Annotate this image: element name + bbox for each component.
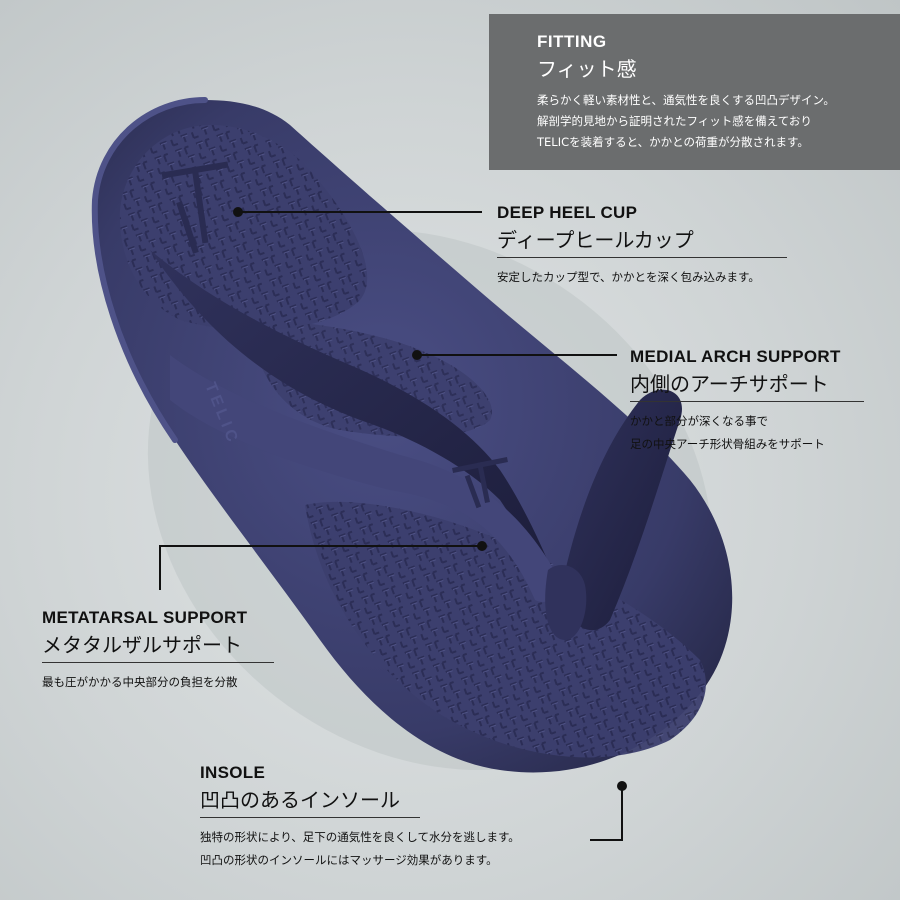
fitting-panel: FITTING フィット感 柔らかく軽い素材性と、通気性を良くする凹凸デザイン。… <box>489 14 900 170</box>
arch-support-subtitle: 内側のアーチサポート <box>630 372 829 396</box>
heel-cup-description: 安定したカップ型で、かかとを深く包み込みます。 <box>497 266 787 289</box>
insole-title: INSOLE <box>200 763 266 782</box>
strap-right <box>560 389 682 631</box>
fitting-description: 柔らかく軽い素材性と、通気性を良くする凹凸デザイン。 解剖学的見地から証明された… <box>537 90 900 153</box>
insole-desc-line: 独特の形状により、足下の通気性を良くして水分を逃します。 <box>200 830 520 844</box>
heel-rim <box>91 97 208 443</box>
fitting-title: FITTING <box>537 32 607 51</box>
arch-support-title: MEDIAL ARCH SUPPORT <box>630 347 841 366</box>
heel-cup-desc-line: 安定したカップ型で、かかとを深く包み込みます。 <box>497 270 760 284</box>
arch-support-rule <box>630 401 864 402</box>
arch-support-desc-line: かかと部分が深くなる事で <box>630 414 768 428</box>
fitting-desc-line: TELICを装着すると、かかとの荷重が分散されます。 <box>537 135 809 149</box>
insole-dot <box>617 781 627 791</box>
arch-support-desc-line: 足の中央アーチ形状骨組みをサポート <box>630 437 825 451</box>
metatarsal-description: 最も圧がかかる中央部分の負担を分散 <box>42 671 274 694</box>
heel-cup-rule <box>497 257 787 258</box>
insole-description: 独特の形状により、足下の通気性を良くして水分を逃します。 凹凸の形状のインソール… <box>200 826 520 872</box>
fitting-subtitle: フィット感 <box>537 57 637 81</box>
heel-cup-title: DEEP HEEL CUP <box>497 203 638 222</box>
toe-post <box>545 565 587 640</box>
insole-subtitle: 凹凸のあるインソール <box>200 788 400 812</box>
metatarsal-desc-line: 最も圧がかかる中央部分の負担を分散 <box>42 675 238 689</box>
arch-support-description: かかと部分が深くなる事で 足の中央アーチ形状骨組みをサポート <box>630 410 864 456</box>
metatarsal-title: METATARSAL SUPPORT <box>42 608 248 627</box>
heel-dot <box>233 207 243 217</box>
insole-leader-line <box>590 790 623 841</box>
heel-cup-callout: DEEP HEEL CUP ディープヒールカップ 安定したカップ型で、かかとを深… <box>497 203 787 289</box>
heel-cup-texture <box>119 125 368 331</box>
heel-cup-subtitle: ディープヒールカップ <box>497 228 694 252</box>
metatarsal-dot <box>477 541 487 551</box>
strap-logo-emboss <box>452 457 508 509</box>
insole-rule <box>200 817 420 818</box>
arch-dot <box>412 350 422 360</box>
heel-logo-emboss <box>161 161 229 254</box>
strap-left <box>170 355 565 602</box>
metatarsal-leader-line <box>159 545 482 590</box>
insole-desc-line: 凹凸の形状のインソールにはマッサージ効果があります。 <box>200 853 498 867</box>
metatarsal-subtitle: メタタルザルサポート <box>42 633 242 657</box>
fitting-desc-line: 解剖学的見地から証明されたフィット感を備えており <box>537 114 812 128</box>
metatarsal-callout: METATARSAL SUPPORT メタタルザルサポート 最も圧がかかる中央部… <box>42 608 274 694</box>
forefoot-texture <box>305 501 706 758</box>
strap-inner <box>150 250 560 590</box>
callout-leaders <box>159 211 623 841</box>
fitting-desc-line: 柔らかく軽い素材性と、通気性を良くする凹凸デザイン。 <box>537 93 835 107</box>
insole-callout: INSOLE 凹凸のあるインソール 独特の形状により、足下の通気性を良くして水分… <box>200 763 520 872</box>
callout-dots <box>233 207 627 791</box>
metatarsal-rule <box>42 662 274 663</box>
arch-support-callout: MEDIAL ARCH SUPPORT 内側のアーチサポート かかと部分が深くな… <box>630 347 864 456</box>
